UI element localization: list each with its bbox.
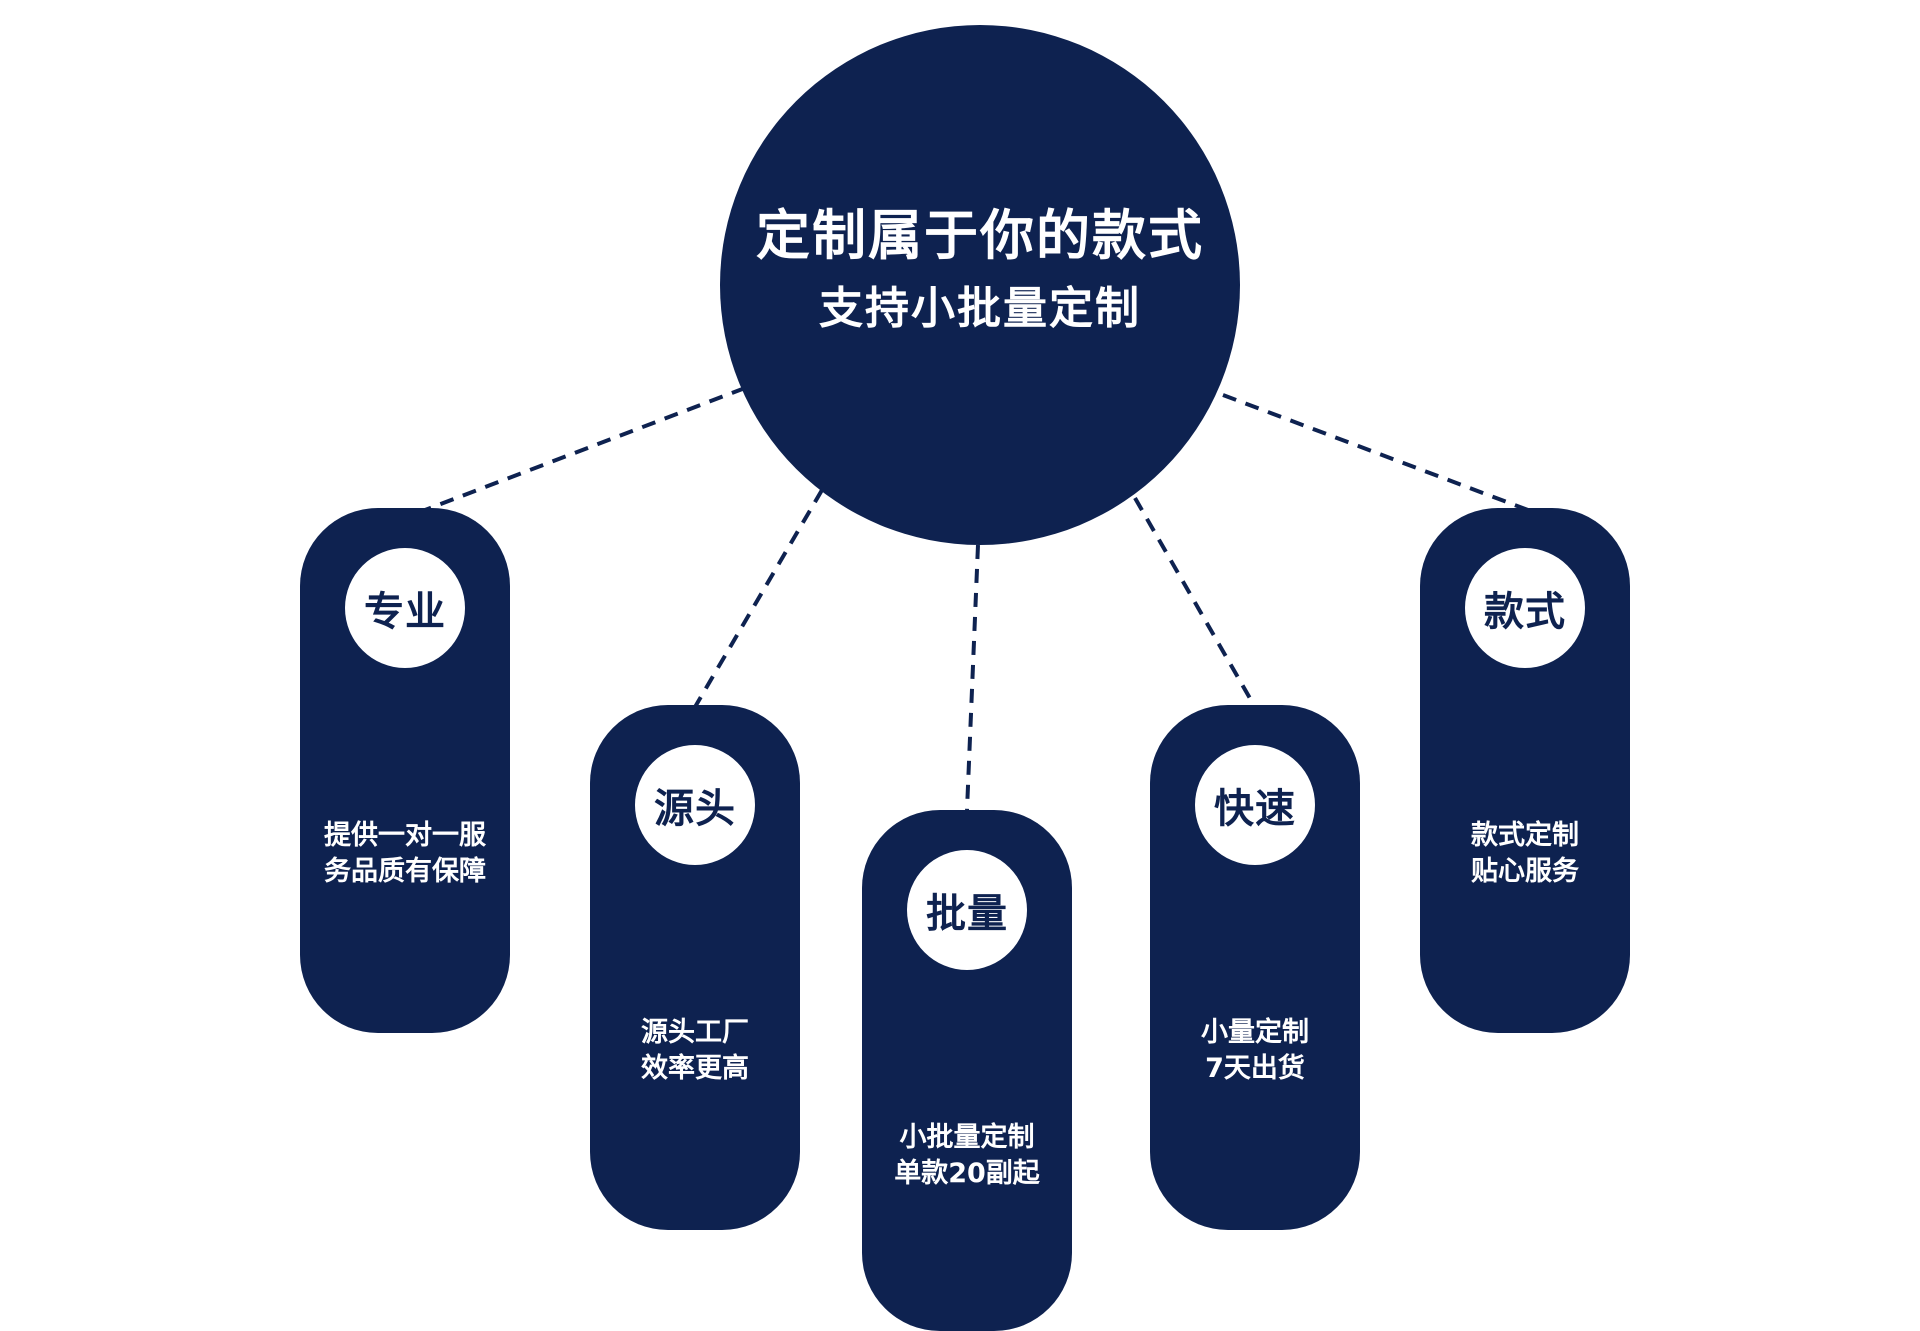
connector-line-4: [1133, 497, 1257, 708]
feature-card-batch: 批量 小批量定制 单款20副起: [862, 810, 1072, 1331]
feature-description: 小量定制 7天出货: [1150, 1015, 1360, 1087]
feature-description: 款式定制 贴心服务: [1420, 818, 1630, 890]
feature-badge: 批量: [907, 850, 1027, 970]
feature-description-line: 务品质有保障: [324, 856, 486, 887]
feature-description-line: 源头工厂: [641, 1017, 749, 1048]
feature-description-line: 小批量定制: [899, 1122, 1035, 1153]
connector-line-5: [1222, 393, 1529, 512]
center-circle: 定制属于你的款式 支持小批量定制: [720, 25, 1240, 545]
feature-card-style: 款式 款式定制 贴心服务: [1420, 508, 1630, 1033]
feature-description-line: 效率更高: [641, 1053, 749, 1084]
feature-badge: 专业: [345, 548, 465, 668]
feature-badge: 款式: [1465, 548, 1585, 668]
feature-description-line: 提供一对一服: [324, 820, 486, 851]
feature-description-line: 单款20副起: [894, 1158, 1040, 1189]
feature-description-line: 7天出货: [1205, 1053, 1305, 1084]
connector-line-2: [693, 488, 824, 709]
feature-card-professional: 专业 提供一对一服 务品质有保障: [300, 508, 510, 1033]
feature-badge: 源头: [635, 745, 755, 865]
feature-description-line: 贴心服务: [1471, 856, 1579, 887]
feature-description-line: 款式定制: [1471, 820, 1579, 851]
feature-card-source: 源头 源头工厂 效率更高: [590, 705, 800, 1230]
feature-card-fast: 快速 小量定制 7天出货: [1150, 705, 1360, 1230]
feature-description: 源头工厂 效率更高: [590, 1015, 800, 1087]
feature-description: 提供一对一服 务品质有保障: [300, 818, 510, 890]
center-subtitle: 支持小批量定制: [819, 283, 1141, 334]
center-title: 定制属于你的款式: [756, 204, 1204, 268]
feature-description-line: 小量定制: [1201, 1017, 1309, 1048]
connector-line-3: [965, 544, 980, 811]
feature-description: 小批量定制 单款20副起: [862, 1120, 1072, 1192]
feature-badge: 快速: [1195, 745, 1315, 865]
connector-line-1: [424, 386, 746, 512]
